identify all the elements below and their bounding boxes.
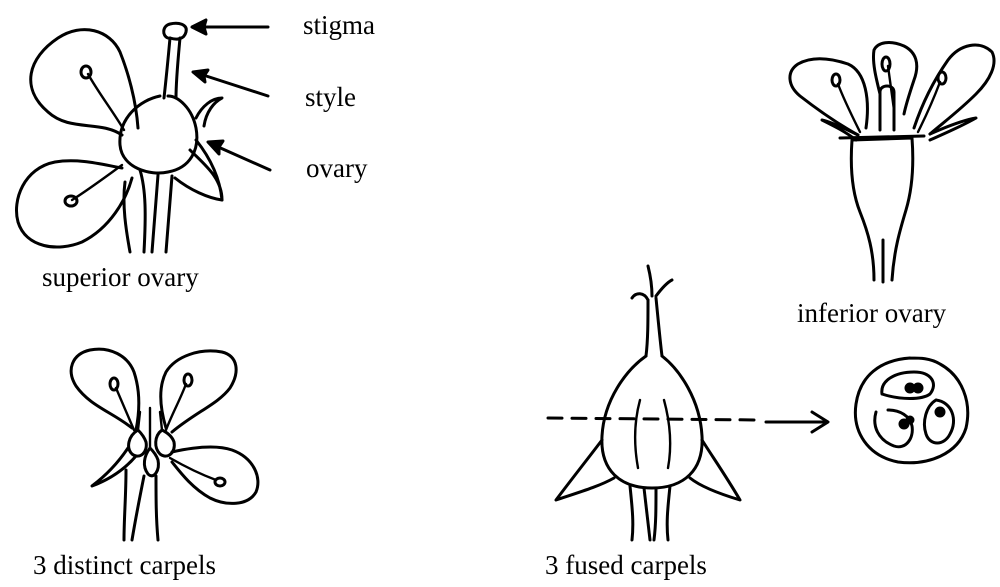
ovule-5: [907, 417, 913, 423]
ovary-body: [120, 96, 197, 173]
ovary-arrow-shaft: [216, 146, 270, 170]
fused-pedicel-inner-left: [644, 488, 650, 540]
pedicel-right: [152, 175, 158, 252]
superior-ovary-caption: superior ovary: [42, 264, 199, 291]
fused-pedicel-left: [630, 486, 633, 540]
fused-suture-right: [664, 400, 670, 468]
inferior-anther-center: [882, 57, 890, 71]
small-hook-bract: [196, 98, 222, 126]
fused-pedicel-right: [667, 486, 670, 540]
fused-sepal-left: [556, 440, 614, 500]
stamen-filament-lower: [72, 165, 122, 200]
inferior-ovary-body-left: [851, 140, 874, 280]
distinct-carpels-flower-drawing: [71, 349, 258, 540]
sepal-right-base: [166, 176, 172, 252]
fused-pedicel-inner-right: [654, 488, 656, 540]
inferior-anther-right: [938, 72, 946, 84]
inferior-petal-right: [914, 45, 994, 134]
ovule-2: [914, 384, 922, 392]
anther-lower: [65, 196, 77, 206]
distinct-pedicel-left: [132, 476, 144, 540]
fused-sepal-right: [690, 440, 740, 500]
upper-left-petal: [31, 30, 138, 135]
label-arrows: [192, 20, 270, 170]
arrow-icon: [766, 412, 828, 432]
superior-ovary-flower-drawing: [17, 23, 222, 252]
carpel-left: [129, 430, 147, 456]
style-label: style: [305, 84, 356, 111]
ovary-cross-section-drawing: [855, 358, 967, 463]
ovary-label: ovary: [306, 155, 367, 182]
style-line-left: [164, 38, 170, 98]
stigma-knob: [164, 23, 187, 39]
right-sepal: [175, 178, 222, 200]
fused-carpels-pistil-drawing: [548, 266, 760, 540]
distinct-carpels-caption: 3 distinct carpels: [33, 552, 216, 579]
inferior-ovary-caption: inferior ovary: [797, 300, 946, 327]
distinct-petal-lower-right: [172, 447, 258, 503]
fused-ovary-body: [602, 356, 702, 488]
anther-upper: [81, 66, 91, 78]
fused-suture-left: [635, 400, 640, 468]
distinct-anther-left: [110, 378, 118, 390]
fused-carpels-caption: 3 fused carpels: [545, 552, 707, 579]
distinct-pedicel-outer: [124, 470, 126, 540]
stigma-arrow-head: [192, 20, 206, 34]
stamen-filament-upper: [88, 74, 124, 130]
distinct-anther-right: [184, 374, 192, 386]
fused-style-left: [646, 300, 648, 356]
carpel-center: [144, 448, 158, 476]
stigma-label: stigma: [303, 12, 375, 39]
style-line-right: [176, 38, 180, 98]
inferior-ovary-flower-drawing: [790, 43, 994, 282]
distinct-petal-right: [161, 351, 236, 432]
distinct-anther-lower: [215, 478, 225, 486]
fused-stigma-lobes: [632, 266, 672, 300]
inferior-ovary-rim: [840, 136, 924, 138]
pedicel-left: [140, 170, 145, 252]
style-arrow-shaft: [200, 74, 268, 96]
locule-right: [924, 400, 953, 443]
style-arrow-head: [193, 70, 208, 82]
distinct-pedicel-right: [156, 476, 158, 540]
section-dashed-line: [548, 418, 760, 420]
ovule-3: [936, 408, 944, 416]
inferior-anther-left: [832, 74, 840, 86]
carpel-right: [156, 430, 175, 456]
fused-style-right: [656, 298, 662, 356]
distinct-sepal-left: [92, 448, 136, 486]
